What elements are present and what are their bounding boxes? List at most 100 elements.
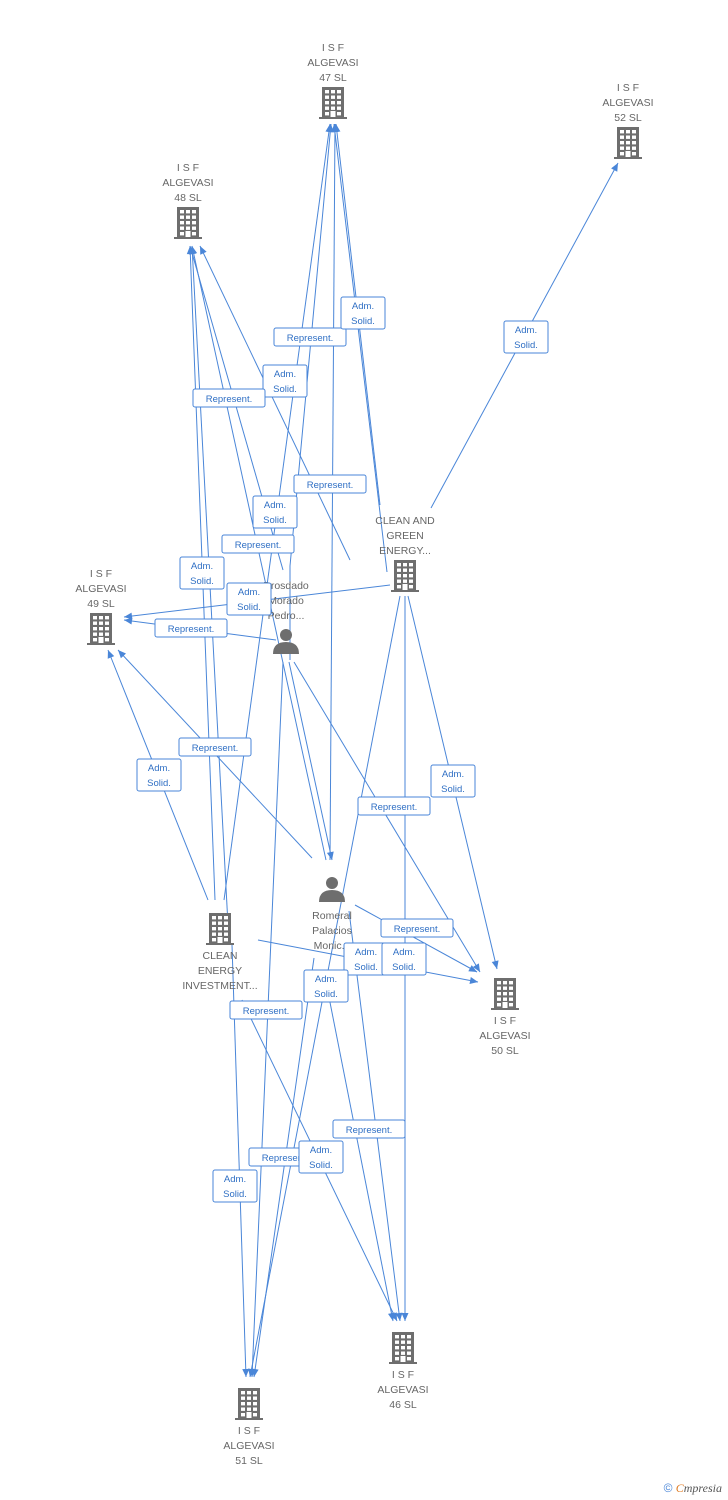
edge-label-tag[interactable]: Adm. Solid. — [340, 296, 386, 330]
edge-label-tag[interactable]: Adm.Solid. — [343, 942, 389, 976]
edge-label-tag[interactable]: Adm.Solid. — [136, 758, 182, 792]
logo-text: mpresia — [683, 1481, 722, 1495]
edge-line — [288, 661, 333, 861]
edge-label-tag[interactable]: Represent. — [221, 534, 295, 554]
edge-label-text: Adm. — [310, 1145, 332, 1156]
edge-label-tag[interactable]: Adm.Solid. — [179, 556, 225, 590]
node-isf46[interactable]: I S F ALGEVASI 46 SL — [377, 1332, 429, 1411]
edge-label-tag[interactable]: Adm. Solid. — [298, 1140, 344, 1174]
arrowhead — [491, 960, 499, 969]
node-label-line: I S F — [392, 1369, 414, 1381]
edge-label-tag[interactable]: Adm. Solid. — [252, 495, 298, 529]
building-icon — [87, 613, 115, 645]
edge-label-text: Solid. — [223, 1189, 247, 1200]
edge-label-tag[interactable]: Adm.Solid. — [430, 764, 476, 798]
node-label-line: ALGEVASI — [307, 57, 358, 69]
node-label-line: Romeral — [312, 910, 352, 922]
edge-label-text: Solid. — [514, 340, 538, 351]
node-label-line: 51 SL — [235, 1455, 263, 1467]
edge-label-tag[interactable]: Adm.Solid. — [226, 582, 272, 616]
node-label-line: 52 SL — [614, 112, 642, 124]
node-cei[interactable]: CLEANENERGYINVESTMENT... — [182, 913, 258, 992]
edge-label-text: Adm. — [442, 769, 464, 780]
node-label-line: Palacios — [312, 925, 352, 937]
person-icon — [319, 877, 345, 902]
arrowhead — [401, 1313, 409, 1321]
node-label-line: 48 SL — [174, 192, 202, 204]
node-label-line: Drosdado — [263, 580, 309, 592]
edge-line — [354, 904, 478, 973]
edge-label-text: Solid. — [392, 962, 416, 973]
node-label-line: ALGEVASI — [162, 177, 213, 189]
arrowhead — [118, 650, 127, 659]
node-drosdado[interactable]: DrosdadoMoradoPedro... — [263, 580, 309, 654]
edge-label-text: Adm. — [224, 1174, 246, 1185]
edge-label-text: Solid. — [309, 1160, 333, 1171]
edge-label-tag[interactable]: Represent. — [154, 618, 228, 638]
edge-line — [348, 910, 401, 1322]
edge-label-text: Represent. — [287, 333, 333, 344]
edge-label-text: Represent. — [394, 924, 440, 935]
edge-label-text: Solid. — [190, 576, 214, 587]
node-label-line: INVESTMENT... — [182, 980, 257, 992]
arrowhead — [200, 246, 207, 255]
edge-label-tag[interactable]: Adm. Solid. — [212, 1169, 258, 1203]
edge-label-tag[interactable]: Adm.Solid. — [262, 364, 308, 398]
edge-label-text: Represent. — [235, 540, 281, 551]
nodes-layer: I S F ALGEVASI 47 SL I S F ALGEVASI 52 SL I S … — [75, 42, 653, 1467]
node-isf48[interactable]: I S F ALGEVASI 48 SL — [162, 162, 214, 239]
edge-label-text: Solid. — [351, 316, 375, 327]
node-label-line: 46 SL — [389, 1399, 417, 1411]
edge-label-tag[interactable]: Represent. — [192, 388, 266, 408]
arrowhead — [107, 650, 115, 659]
node-label-line: Morado — [268, 595, 304, 607]
edge-label-text: Adm. — [264, 500, 286, 511]
edge-label-tag[interactable]: Represent. — [178, 737, 252, 757]
building-icon — [491, 978, 519, 1010]
edge-label-tag[interactable]: Represent. — [229, 1000, 303, 1020]
edge-label-text: Represent. — [206, 394, 252, 405]
node-cge[interactable]: CLEAN ANDGREENENERGY... — [375, 515, 435, 592]
building-icon — [174, 207, 202, 239]
node-romeral[interactable]: RomeralPalaciosMonic... — [312, 877, 352, 952]
edge-label-tag[interactable]: Adm.Solid. — [303, 969, 349, 1003]
edge-label-tag[interactable]: Represent. — [293, 474, 367, 494]
node-label-line: ALGEVASI — [75, 583, 126, 595]
edge-label-text: Represent. — [243, 1006, 289, 1017]
edge-label-tag[interactable]: Represent. — [380, 918, 454, 938]
arrowhead — [251, 1368, 259, 1377]
edge-label-tag[interactable]: Represent. — [357, 796, 431, 816]
edge-label-text: Solid. — [273, 384, 297, 395]
node-label-line: I S F — [90, 568, 112, 580]
node-label-line: ENERGY — [198, 965, 242, 977]
edge-label-text: Solid. — [263, 515, 287, 526]
node-label-line: ALGEVASI — [377, 1384, 428, 1396]
edge-label-text: Represent. — [346, 1125, 392, 1136]
edge-label-text: Represent. — [192, 743, 238, 754]
edge-label-text: Adm. — [352, 301, 374, 312]
arrowhead — [388, 1312, 395, 1321]
edge-label-tag[interactable]: Adm. Solid. — [503, 320, 549, 354]
arrowhead — [242, 1368, 250, 1377]
node-label-line: ALGEVASI — [602, 97, 653, 109]
node-label-line: I S F — [177, 162, 199, 174]
edge-line — [199, 245, 351, 561]
edge-label-tag[interactable]: Adm.Solid. — [381, 942, 427, 976]
node-label-line: GREEN — [386, 530, 423, 542]
building-icon — [235, 1388, 263, 1420]
edge-label-tag[interactable]: Represent. — [273, 327, 347, 347]
building-icon — [319, 87, 347, 119]
edge-line — [253, 957, 315, 1378]
arrowhead — [472, 963, 480, 972]
edge-label-text: Represent. — [371, 802, 417, 813]
empresia-logo[interactable]: © Cmpresia — [664, 1481, 722, 1496]
node-label-line: 47 SL — [319, 72, 347, 84]
edge-label-text: Adm. — [515, 325, 537, 336]
edge-label-tag[interactable]: Represent. — [332, 1119, 406, 1139]
